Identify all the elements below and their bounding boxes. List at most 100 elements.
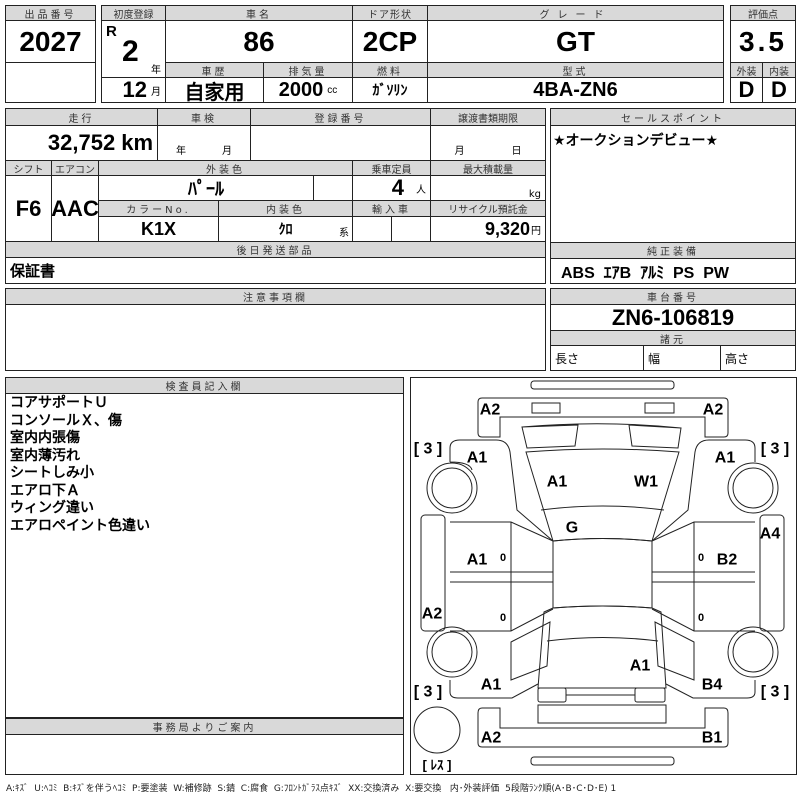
ext-color-label: 外装色 — [98, 160, 353, 176]
roof — [552, 538, 653, 609]
shift-label: シフト — [5, 160, 52, 176]
mark: A1 — [481, 677, 502, 694]
rear-left-fender — [449, 621, 551, 699]
spec-length: 長さ — [550, 345, 644, 371]
right-rocker — [759, 514, 785, 632]
transfer-label: 譲渡書類期限 — [430, 108, 546, 126]
tire-tread: [ 3 ] — [761, 441, 789, 458]
left-doors — [450, 521, 554, 632]
inspector-notes: コアサポートＵ コンソールＸ、傷 室内内張傷 室内薄汚れ シートしみ小 エアロ下… — [5, 393, 404, 718]
rear-plate-bar — [530, 756, 675, 766]
front-right-fender — [651, 439, 756, 542]
shift-value: F6 — [5, 175, 52, 242]
inspection-value: 年月 — [157, 125, 251, 161]
ext-score-label: 外装 — [730, 62, 763, 78]
right-doors — [651, 521, 755, 632]
tire-tread: [ 3 ] — [761, 684, 789, 701]
sales-point-label: セールスポイント — [550, 108, 796, 126]
ac-label: エアコン — [51, 160, 99, 176]
inspector-line: 室内薄汚れ — [10, 447, 80, 464]
ac-value: AAC — [51, 175, 99, 242]
inspector-label: 検査員記入欄 — [5, 377, 404, 394]
fuel-label: 燃料 — [352, 62, 428, 78]
transfer-value: 月日 — [430, 125, 546, 161]
tire-tread: [ 3 ] — [414, 684, 442, 701]
lot-empty — [5, 62, 96, 103]
front-bumper — [477, 397, 729, 438]
recycle-label: リサイクル預託金 — [430, 200, 546, 217]
model-label: 型式 — [427, 62, 724, 78]
mark: A2 — [703, 402, 724, 419]
wheel-rear-right — [727, 626, 779, 678]
ext-color-extra — [313, 175, 353, 201]
office-body — [5, 734, 404, 775]
color-no-value: K1X — [98, 216, 219, 242]
model-value: 4BA-ZN6 — [427, 77, 724, 103]
mark: 0 — [698, 552, 704, 564]
wheel-rear-left — [426, 626, 478, 678]
score-label: 評価点 — [730, 5, 796, 21]
specs-label: 諸元 — [550, 330, 796, 346]
mark: A4 — [760, 526, 781, 543]
doors-value: 2CP — [352, 20, 428, 63]
mark: 0 — [500, 612, 506, 624]
inspector-line: ウィング違い — [10, 500, 94, 516]
headlight-left — [531, 402, 561, 414]
year-unit: 年 — [151, 65, 161, 76]
rear-right-fender — [654, 621, 756, 699]
grade-label: グレード — [427, 5, 724, 21]
mark: A1 — [467, 450, 488, 467]
mark: 0 — [500, 552, 506, 564]
capacity-label: 乗車定員 — [352, 160, 431, 176]
int-color-label: 内装色 — [218, 200, 353, 217]
rear-glass-trunk — [537, 605, 667, 689]
mark: B1 — [702, 730, 723, 747]
car-damage-diagram: A2 A2 [ 3 ] A1 A1 W1 A1 [ 3 ] G A4 A1 0 … — [410, 377, 797, 775]
mark: G — [566, 520, 578, 537]
fuel-value: ｶﾞｿﾘﾝ — [352, 77, 428, 103]
era: R — [106, 23, 117, 40]
history-label: 車歴 — [165, 62, 264, 78]
notes-body — [5, 304, 546, 371]
rear-bumper — [477, 707, 729, 748]
score-value: 3.5 — [730, 20, 796, 63]
front-left-fender — [449, 439, 554, 542]
registration-value — [250, 125, 431, 161]
equipment-value: ABS ｴｱB ｱﾙﾐ PS PW — [550, 258, 796, 284]
legend: A:ｷｽﾞ U:ﾍｺﾐ B:ｷｽﾞを伴うﾍｺﾐ P:要塗装 W:補修跡 S:錆 … — [6, 784, 617, 794]
inspection-label: 車検 — [157, 108, 251, 126]
import-cell-1 — [352, 216, 392, 242]
registration-label: 登録番号 — [250, 108, 431, 126]
taillight-right — [634, 687, 666, 703]
mark: 0 — [698, 612, 704, 624]
first-reg-label: 初度登録 — [101, 5, 166, 21]
later-parts-value: 保証書 — [5, 257, 546, 284]
spare-tire-label: [ ﾚｽ ] — [423, 758, 452, 773]
mark: A1 — [630, 658, 651, 675]
headlight-right — [644, 402, 675, 414]
spare-tire — [413, 706, 461, 754]
mark: A1 — [467, 552, 488, 569]
sales-point-value: ★オークションデビュー★ — [550, 125, 796, 243]
mark: A2 — [481, 730, 502, 747]
year: 2 — [122, 35, 139, 68]
doors-label: ドア形状 — [352, 5, 428, 21]
inspector-line: コアサポートＵ — [10, 395, 108, 411]
mark: B2 — [717, 552, 738, 569]
chassis-label: 車台番号 — [550, 288, 796, 305]
spec-height: 高さ — [720, 345, 796, 371]
tire-tread: [ 3 ] — [414, 441, 442, 458]
windshield — [525, 448, 680, 542]
spec-width: 幅 — [643, 345, 721, 371]
int-score-label: 内装 — [762, 62, 796, 78]
grille — [521, 423, 682, 449]
displacement-label: 排気量 — [263, 62, 353, 78]
lot-number: 2027 — [5, 20, 96, 63]
grade-value: GT — [427, 20, 724, 63]
car-name: 86 — [165, 20, 353, 63]
notes-label: 注意事項欄 — [5, 288, 546, 305]
